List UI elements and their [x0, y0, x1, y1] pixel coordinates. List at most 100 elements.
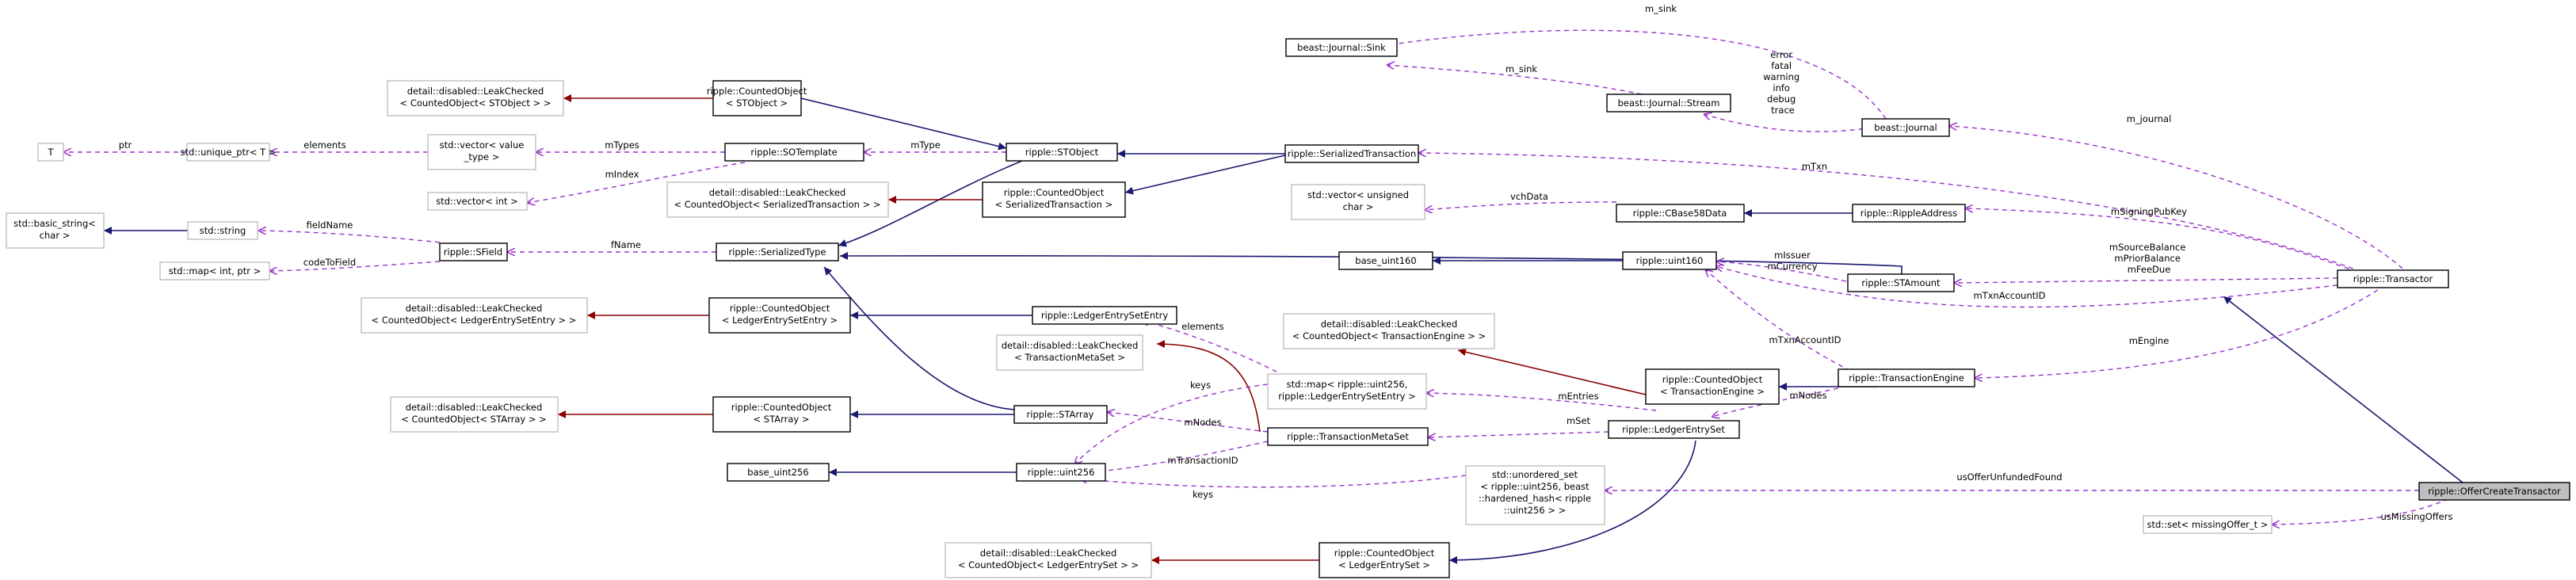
node-transactor-text: ripple::Transactor: [2353, 273, 2433, 284]
node-basic-string[interactable]: std::basic_string<char >: [6, 212, 105, 249]
node-sotemplate[interactable]: ripple::SOTemplate: [724, 143, 864, 162]
node-serializedtransaction[interactable]: ripple::SerializedTransaction: [1284, 144, 1419, 163]
node-leak-ledgerentryset[interactable]: detail::disabled::LeakChecked< CountedOb…: [945, 542, 1152, 578]
node-serializedtransaction-text: ripple::SerializedTransaction: [1288, 148, 1416, 159]
node-counted-stobject[interactable]: ripple::CountedObject< STObject >: [707, 80, 807, 116]
node-set-missingoffer[interactable]: std::set< missingOffer_t >: [2143, 515, 2273, 534]
node-leak-transactionmetaset[interactable]: detail::disabled::LeakChecked< Transacti…: [996, 334, 1143, 371]
node-leak-ledgerentrysetentry-text: detail::disabled::LeakChecked< CountedOb…: [372, 303, 577, 326]
label-mtxnaccountid-2: mTxnAccountID: [1769, 334, 1841, 345]
node-unique-ptr-text: std::unique_ptr< T >: [181, 147, 277, 158]
label-elements-map: elements: [1181, 321, 1223, 332]
node-starray[interactable]: ripple::STArray: [1013, 405, 1108, 424]
node-sfield[interactable]: ripple::SField: [439, 242, 508, 261]
node-uint160[interactable]: ripple::uint160: [1622, 251, 1717, 270]
label-mnodes-2: mNodes: [1789, 390, 1826, 401]
node-cbase58data[interactable]: ripple::CBase58Data: [1616, 204, 1745, 223]
node-counted-transactionengine-text: ripple::CountedObject< TransactionEngine…: [1660, 374, 1765, 397]
label-level-warning: warning: [1763, 71, 1799, 82]
node-starray-text: ripple::STArray: [1027, 409, 1094, 420]
node-stamount-text: ripple::STAmount: [1861, 277, 1941, 288]
label-codetofield: codeToField: [303, 257, 356, 268]
node-counted-ledgerentryset[interactable]: ripple::CountedObject< LedgerEntrySet >: [1319, 542, 1450, 578]
node-serializedtype-text: ripple::SerializedType: [728, 246, 826, 258]
node-uint256[interactable]: ripple::uint256: [1016, 463, 1106, 482]
label-level-fatal: fatal: [1771, 60, 1792, 71]
edge-mengine: [1975, 284, 2386, 378]
edge-mtxn: [1418, 153, 2370, 276]
node-leak-starray-text: detail::disabled::LeakChecked< CountedOb…: [401, 402, 547, 425]
node-transactionmetaset[interactable]: ripple::TransactionMetaSet: [1267, 427, 1429, 446]
node-leak-stobject[interactable]: detail::disabled::LeakChecked< CountedOb…: [387, 80, 564, 116]
edge-counted-stobject-to-stobject: [800, 97, 1007, 151]
node-leak-transactionengine-text: detail::disabled::LeakChecked< CountedOb…: [1292, 319, 1486, 342]
node-beast-sink[interactable]: beast::Journal::Sink: [1285, 38, 1398, 57]
node-leak-serializedtransaction[interactable]: detail::disabled::LeakChecked< CountedOb…: [666, 181, 889, 218]
label-m-sink-1: m_sink: [1645, 3, 1677, 14]
label-mtransactionid: mTransactionID: [1167, 455, 1238, 466]
edge-mindex: [527, 162, 746, 203]
node-std-string[interactable]: std::string: [187, 221, 258, 240]
node-ledgerentrysetentry[interactable]: ripple::LedgerEntrySetEntry: [1032, 306, 1177, 325]
node-vector-int[interactable]: std::vector< int >: [427, 192, 528, 211]
node-T-text: T: [47, 147, 54, 158]
node-leak-starray[interactable]: detail::disabled::LeakChecked< CountedOb…: [390, 396, 559, 433]
node-stobject[interactable]: ripple::STObject: [1006, 143, 1118, 162]
node-vector-value-type[interactable]: std::vector< value_type >: [427, 134, 536, 170]
node-leak-transactionengine[interactable]: detail::disabled::LeakChecked< CountedOb…: [1283, 313, 1495, 349]
node-counted-starray[interactable]: ripple::CountedObject< STArray >: [712, 396, 851, 433]
node-ledgerentryset-text: ripple::LedgerEntrySet: [1622, 424, 1725, 435]
label-keys-1: keys: [1190, 380, 1211, 391]
node-std-map-int-ptr[interactable]: std::map< int, ptr >: [159, 261, 270, 280]
label-level-trace: trace: [1771, 105, 1795, 116]
label-msourcebalance: mSourceBalance: [2109, 242, 2186, 253]
node-unique-ptr[interactable]: std::unique_ptr< T >: [181, 143, 277, 162]
node-transactionengine[interactable]: ripple::TransactionEngine: [1838, 368, 1975, 387]
node-counted-transactionengine[interactable]: ripple::CountedObject< TransactionEngine…: [1645, 368, 1780, 405]
label-elements-vec: elements: [303, 139, 345, 151]
edge-vchdata: [1425, 201, 1617, 210]
node-base-uint256[interactable]: base_uint256: [727, 463, 830, 482]
node-std-map-uint256[interactable]: std::map< ripple::uint256,ripple::Ledger…: [1267, 373, 1427, 410]
node-rippleaddress[interactable]: ripple::RippleAddress: [1852, 204, 1966, 223]
node-unordered-set-text: std::unordered_set< ripple::uint256, bea…: [1479, 469, 1591, 516]
node-T[interactable]: T: [37, 143, 64, 162]
node-stamount[interactable]: ripple::STAmount: [1847, 273, 1955, 292]
node-beast-journal[interactable]: beast::Journal: [1861, 118, 1950, 137]
node-counted-serializedtransaction[interactable]: ripple::CountedObject< SerializedTransac…: [982, 181, 1126, 218]
edge-mentries: [1426, 393, 1657, 411]
node-beast-journal-text: beast::Journal: [1874, 122, 1937, 133]
edge-tpl-transactionmetaset: [1156, 340, 1261, 433]
node-transactor[interactable]: ripple::Transactor: [2337, 269, 2449, 288]
node-transactionmetaset-text: ripple::TransactionMetaSet: [1287, 431, 1409, 442]
node-base-uint160[interactable]: base_uint160: [1338, 251, 1433, 270]
edge-mtransactionid: [1092, 441, 1269, 472]
label-stream-levels: error fatal warning info debug trace: [1763, 49, 1803, 116]
node-counted-starray-text: ripple::CountedObject< STArray >: [731, 402, 832, 425]
label-mpriorbalance: mPriorBalance: [2114, 253, 2181, 264]
node-counted-serializedtransaction-text: ripple::CountedObject< SerializedTransac…: [995, 187, 1113, 210]
edge-offercreate-to-transactor: [2223, 296, 2463, 483]
node-offercreatetransactor[interactable]: ripple::OfferCreateTransactor: [2418, 482, 2570, 501]
node-unordered-set[interactable]: std::unordered_set< ripple::uint256, bea…: [1465, 465, 1605, 525]
node-set-missingoffer-text: std::set< missingOffer_t >: [2147, 519, 2269, 530]
edge-missuer: [1716, 261, 1847, 282]
node-cbase58data-text: ripple::CBase58Data: [1633, 208, 1727, 219]
node-leak-ledgerentrysetentry[interactable]: detail::disabled::LeakChecked< CountedOb…: [361, 297, 588, 334]
node-uint160-text: ripple::uint160: [1636, 255, 1704, 266]
node-serializedtype[interactable]: ripple::SerializedType: [716, 242, 839, 261]
node-sfield-text: ripple::SField: [444, 246, 502, 258]
node-counted-ledgerentrysetentry-text: ripple::CountedObject< LedgerEntrySetEnt…: [722, 303, 838, 326]
label-m-sink-2: m_sink: [1506, 63, 1537, 74]
node-ledgerentryset[interactable]: ripple::LedgerEntrySet: [1608, 420, 1740, 439]
edge-keys-1: [1074, 383, 1269, 464]
node-leak-stobject-text: detail::disabled::LeakChecked< CountedOb…: [400, 86, 551, 109]
node-beast-stream[interactable]: beast::Journal::Stream: [1606, 93, 1731, 113]
label-mcurrency: mCurrency: [1767, 261, 1817, 272]
edge-serializedtransaction-to-counted: [1124, 155, 1286, 195]
label-mset: mSet: [1567, 415, 1591, 426]
node-std-string-text: std::string: [200, 225, 246, 236]
node-counted-ledgerentrysetentry[interactable]: ripple::CountedObject< LedgerEntrySetEnt…: [708, 297, 851, 334]
